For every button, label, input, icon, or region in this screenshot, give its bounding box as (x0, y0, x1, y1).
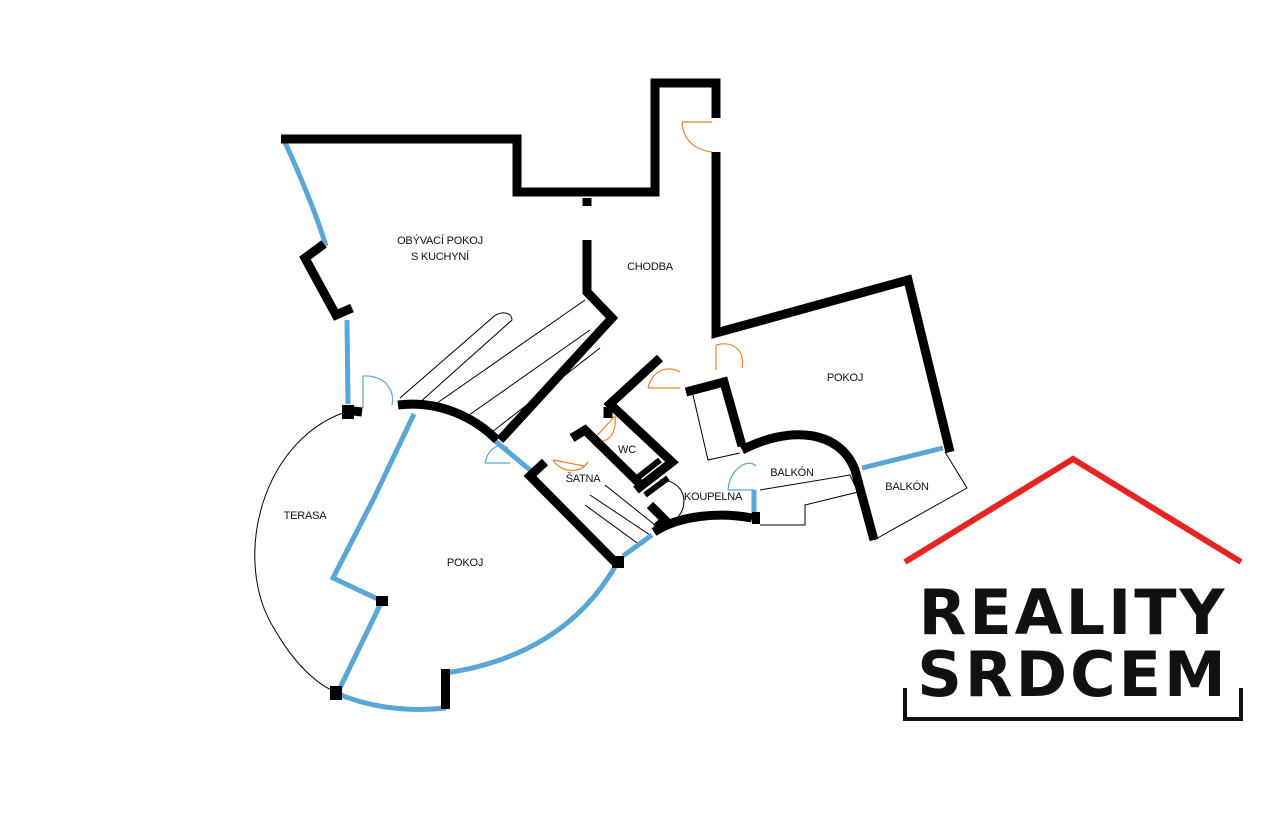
pillar-5 (612, 556, 624, 568)
closet-outline (692, 394, 741, 461)
door-balcony (727, 462, 757, 491)
logo-bracket-icon (903, 688, 1243, 721)
logo: REALITY SRDCEM (903, 455, 1243, 721)
window-balcony-right (861, 445, 944, 471)
windows (281, 138, 944, 712)
label-wardrobe: ŠATNA (566, 472, 602, 485)
wardrobe-lines (584, 484, 656, 546)
wall-living-curve (397, 399, 501, 444)
label-bathroom: KOUPELNA (684, 491, 743, 503)
wall-living-jog (299, 240, 354, 321)
window-bottom-room-left (329, 412, 417, 694)
window-living-top (281, 138, 329, 247)
terrace-outline (254, 409, 353, 693)
window-bottom-room-bottom (334, 690, 447, 712)
door-entrance (681, 121, 713, 153)
label-balcony-left: BALKÓN (770, 466, 814, 479)
label-room-bottom: POKOJ (447, 557, 483, 569)
door-terrace (362, 375, 394, 408)
room-labels: OBÝVACÍ POKOJ S KUCHYNÍ CHODBA POKOJ POK… (284, 234, 930, 569)
logo-line1: REALITY (919, 576, 1228, 649)
wall-wc-inner (630, 457, 670, 498)
label-living-line1: OBÝVACÍ POKOJ (397, 234, 483, 247)
logo-line2: SRDCEM (917, 638, 1228, 711)
pillar-4 (376, 596, 388, 606)
window-wardrobe (621, 532, 654, 559)
wall-hall-right (711, 152, 955, 454)
label-wc: WC (618, 444, 636, 456)
door-room-right (715, 343, 744, 370)
wall-wardrobe (523, 458, 621, 568)
wall-balcony-curve (739, 430, 879, 542)
pillar-6 (752, 512, 760, 524)
wall-bath-curve (651, 510, 753, 536)
balcony-right-outline (873, 451, 968, 541)
walls (281, 78, 955, 709)
label-living-line2: S KUCHYNÍ (411, 250, 470, 263)
label-hallway: CHODBA (627, 261, 674, 273)
pillar-1 (342, 405, 354, 419)
doors (362, 121, 757, 491)
logo-roof-icon (903, 455, 1243, 565)
door-hall-closet (647, 368, 681, 389)
label-room-right: POKOJ (827, 372, 863, 384)
window-living-door (492, 438, 532, 472)
window-bottom-room-curve (445, 563, 619, 676)
label-balcony-right: BALKÓN (885, 480, 929, 493)
stair-outline (399, 312, 513, 405)
door-wardrobe (552, 459, 589, 471)
wall-hall-room (684, 376, 747, 448)
wall-living-top (281, 78, 721, 197)
label-terrace: TERASA (284, 510, 328, 522)
window-living-side (344, 319, 351, 405)
wall-living-hall-2 (496, 240, 619, 444)
balcony-left-outline (759, 474, 859, 526)
door-living-terrace (484, 445, 510, 464)
wall-closet (603, 354, 679, 494)
wall-wc (569, 407, 646, 490)
pillar-2 (330, 686, 342, 700)
pillar-3 (441, 669, 450, 709)
